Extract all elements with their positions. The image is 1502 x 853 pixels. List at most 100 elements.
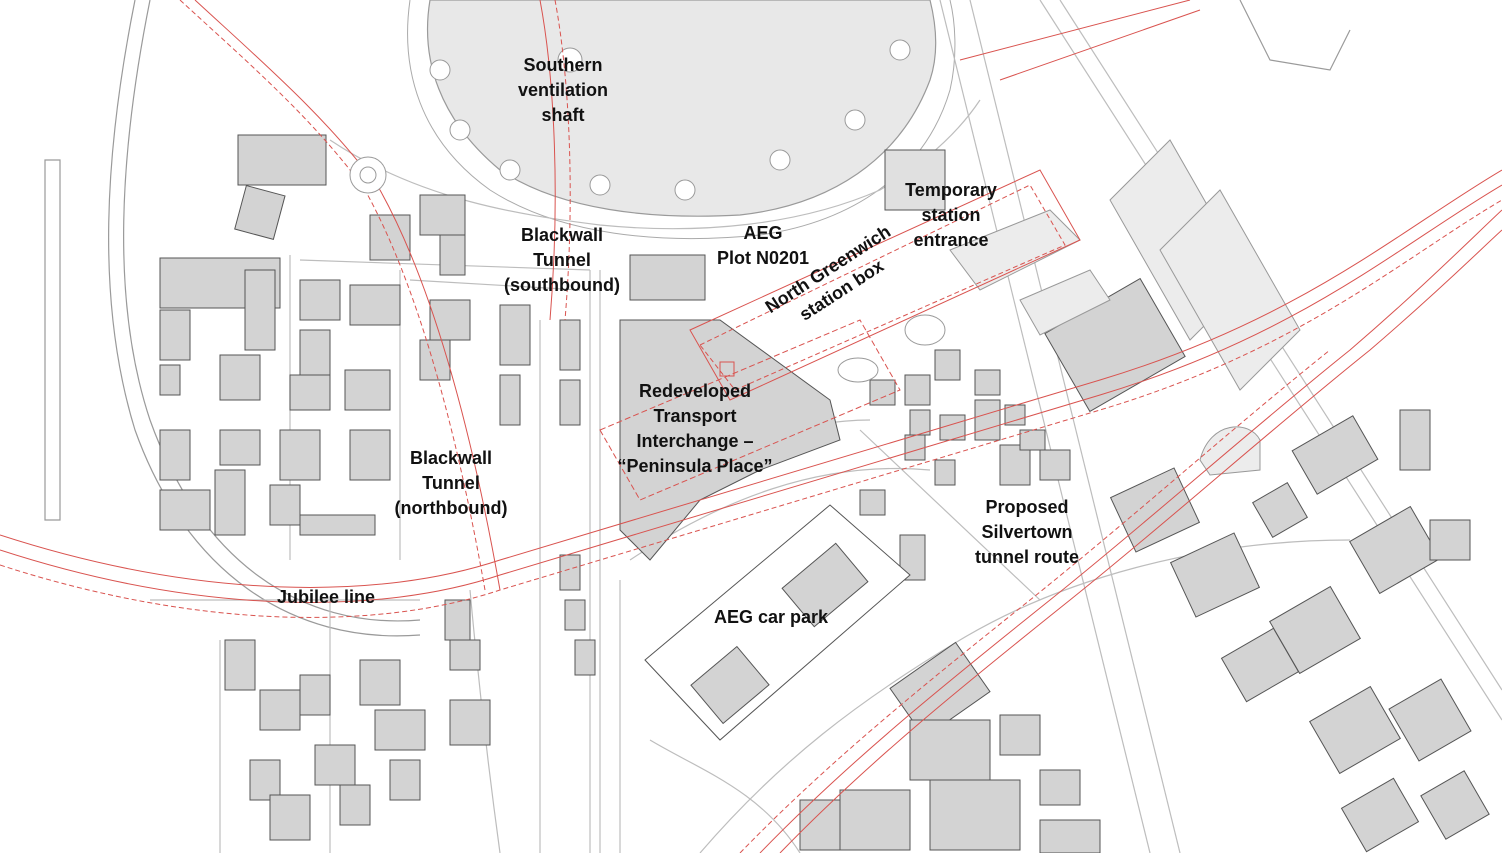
building xyxy=(429,299,471,341)
building xyxy=(339,784,371,826)
building xyxy=(929,779,1021,851)
building xyxy=(224,639,256,691)
building xyxy=(999,714,1041,756)
building xyxy=(159,309,191,361)
building xyxy=(1251,481,1309,539)
building xyxy=(237,134,327,186)
building xyxy=(1169,532,1261,618)
jubilee-line-route xyxy=(0,184,1502,603)
building xyxy=(1309,685,1401,775)
label-temporary-station-entrance: Temporary station entrance xyxy=(905,178,997,253)
building xyxy=(889,641,991,739)
building xyxy=(974,399,1001,441)
building xyxy=(909,719,991,781)
building xyxy=(374,709,426,751)
label-line: tunnel route xyxy=(975,547,1079,567)
building xyxy=(999,444,1031,486)
building xyxy=(439,234,466,276)
building xyxy=(559,554,581,591)
label-line: Interchange – xyxy=(636,431,754,451)
building xyxy=(214,469,246,536)
building xyxy=(564,599,586,631)
label-line: Silvertown xyxy=(981,522,1073,542)
building xyxy=(909,409,931,436)
building xyxy=(1340,777,1420,853)
building xyxy=(234,184,286,241)
building xyxy=(314,744,356,786)
building xyxy=(344,369,391,411)
label-aeg-plot: AEG Plot N0201 xyxy=(717,221,809,271)
building xyxy=(1420,770,1490,840)
building xyxy=(299,674,331,716)
label-line: Temporary xyxy=(905,180,997,200)
building xyxy=(159,429,191,481)
building xyxy=(419,194,466,236)
label-line: (southbound) xyxy=(504,275,620,295)
blackwall-northbound-route xyxy=(194,0,501,591)
label-line: AEG xyxy=(743,223,783,243)
label-line: Southern xyxy=(523,55,603,75)
silvertown-tunnel-route xyxy=(759,209,1502,853)
label-line: Plot N0201 xyxy=(716,248,810,268)
building xyxy=(1349,505,1441,595)
north-greenwich-station-box xyxy=(689,169,1081,401)
label-line: shaft xyxy=(541,105,585,125)
building xyxy=(799,799,841,851)
hatched-blocks xyxy=(949,139,1301,476)
building xyxy=(1019,429,1046,451)
building xyxy=(1388,678,1472,762)
building xyxy=(1109,467,1201,553)
building xyxy=(444,599,471,641)
shoreline xyxy=(44,0,1351,637)
label-line: station xyxy=(921,205,981,225)
label-line: (northbound) xyxy=(394,498,508,518)
label-line: Blackwall xyxy=(409,448,493,468)
label-blackwall-southbound: Blackwall Tunnel (southbound) xyxy=(504,223,620,298)
building xyxy=(974,369,1001,396)
building xyxy=(1429,519,1471,561)
building xyxy=(559,379,581,426)
building xyxy=(449,639,481,671)
building xyxy=(839,789,911,851)
building xyxy=(279,429,321,481)
building xyxy=(1039,449,1071,481)
building xyxy=(159,489,211,531)
building xyxy=(574,639,596,676)
building xyxy=(499,374,521,426)
building xyxy=(349,284,401,326)
label-line: Tunnel xyxy=(422,473,480,493)
label-line: Blackwall xyxy=(520,225,604,245)
building xyxy=(904,374,931,406)
building xyxy=(859,489,886,516)
building-interchange xyxy=(619,319,841,561)
building xyxy=(299,279,341,321)
label-southern-ventilation-shaft: Southern ventilation shaft xyxy=(518,53,608,128)
roundabouts xyxy=(349,156,946,383)
building xyxy=(249,759,281,801)
building xyxy=(690,645,770,725)
building xyxy=(1039,819,1101,853)
building xyxy=(349,429,391,481)
building xyxy=(1269,585,1361,675)
building xyxy=(419,339,451,381)
building xyxy=(904,434,926,461)
label-line: “Peninsula Place” xyxy=(617,456,773,476)
label-line: entrance xyxy=(913,230,989,250)
label-line: Transport xyxy=(653,406,737,426)
jubilee-line-route xyxy=(0,169,1502,588)
buildings xyxy=(159,134,1490,853)
building xyxy=(244,269,276,351)
building xyxy=(359,659,401,706)
building xyxy=(299,514,376,536)
building xyxy=(259,689,301,731)
building xyxy=(269,484,301,526)
building xyxy=(559,319,581,371)
label-line: ventilation xyxy=(517,80,609,100)
building xyxy=(1039,769,1081,806)
label-jubilee-line: Jubilee line xyxy=(276,587,376,607)
building xyxy=(219,429,261,466)
label-aeg-car-park: AEG car park xyxy=(713,607,829,627)
building xyxy=(289,374,331,411)
